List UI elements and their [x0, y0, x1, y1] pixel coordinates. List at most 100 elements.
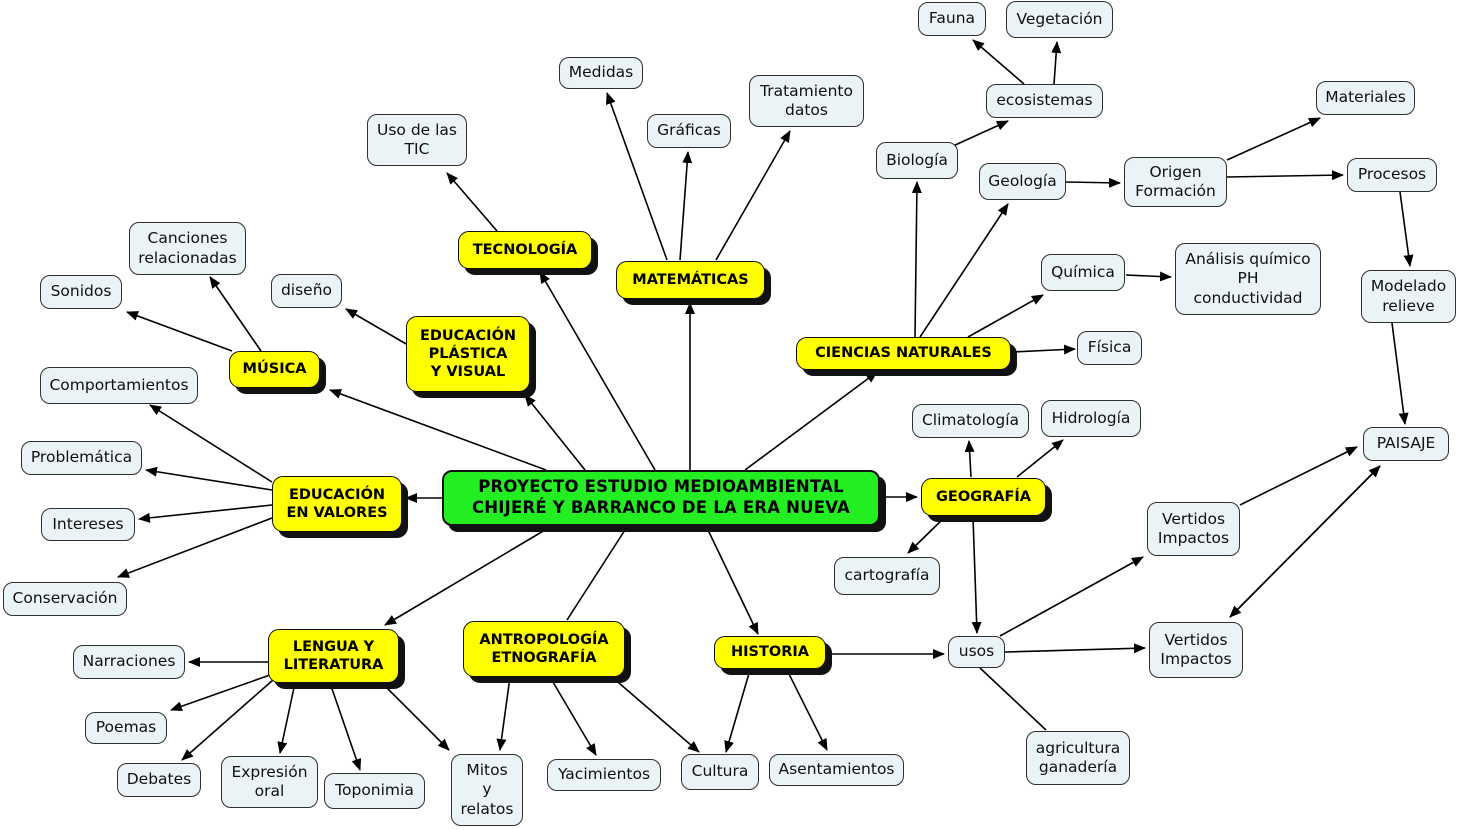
- leaf-analisis-quimico[interactable]: Análisis químico PH conductividad: [1175, 243, 1321, 315]
- connector-30: [971, 516, 982, 634]
- leaf-vertidos-impactos-lower[interactable]: Vertidos Impactos: [1149, 622, 1243, 678]
- connector-20: [1226, 170, 1344, 181]
- connector-15: [919, 203, 1009, 338]
- leaf-comportamientos[interactable]: Comportamientos: [40, 367, 198, 404]
- leaf-mitos-relatos[interactable]: Mitos y relatos: [451, 754, 523, 826]
- connector-54: [724, 669, 751, 753]
- connector-10: [446, 172, 498, 232]
- central-node[interactable]: PROYECTO ESTUDIO MEDIOAMBIENTAL CHIJERÉ …: [442, 470, 880, 526]
- leaf-procesos[interactable]: Procesos: [1347, 158, 1437, 192]
- leaf-expresion-oral[interactable]: Expresión oral: [221, 756, 318, 808]
- leaf-sonidos[interactable]: Sonidos: [40, 275, 122, 309]
- leaf-fisica[interactable]: Física: [1077, 331, 1142, 365]
- leaf-vertidos-impactos-upper[interactable]: Vertidos Impactos: [1147, 502, 1240, 556]
- connector-29: [907, 516, 946, 554]
- connector-55: [786, 669, 828, 751]
- connector-42: [145, 466, 273, 491]
- topic-antropologia[interactable]: ANTROPOLOGÍA ETNOGRAFÍA: [463, 621, 625, 677]
- leaf-canciones-relacionadas[interactable]: Canciones relacionadas: [129, 222, 246, 275]
- leaf-yacimientos[interactable]: Yacimientos: [547, 759, 661, 791]
- connector-47: [181, 679, 274, 761]
- connector-7: [384, 529, 546, 626]
- connector-16: [967, 294, 1044, 338]
- leaf-narraciones[interactable]: Narraciones: [73, 645, 185, 679]
- topic-matematicas[interactable]: MATEMÁTICAS: [616, 261, 765, 299]
- connector-14: [911, 181, 922, 338]
- connector-19: [1226, 117, 1321, 161]
- connector-40: [345, 308, 409, 346]
- leaf-fauna[interactable]: Fauna: [918, 2, 986, 36]
- leaf-vegetacion[interactable]: Vegetación: [1006, 1, 1113, 38]
- leaf-hidrologia[interactable]: Hidrología: [1041, 400, 1141, 437]
- topic-historia[interactable]: HISTORIA: [714, 636, 826, 669]
- connector-21: [1399, 191, 1414, 267]
- connector-41: [149, 404, 273, 483]
- leaf-paisaje[interactable]: PAISAJE: [1363, 427, 1449, 461]
- leaf-tratamiento-datos[interactable]: Tratamiento datos: [749, 75, 864, 127]
- leaf-uso-tic[interactable]: Uso de las TIC: [367, 114, 467, 166]
- connector-53: [611, 676, 700, 753]
- connector-25: [972, 39, 1025, 85]
- connector-23: [1125, 271, 1172, 282]
- connector-50: [381, 682, 450, 751]
- leaf-problematica[interactable]: Problemática: [21, 441, 142, 475]
- connector-28: [1016, 439, 1064, 478]
- leaf-materiales[interactable]: Materiales: [1316, 81, 1415, 115]
- leaf-biologia[interactable]: Biología: [876, 142, 958, 179]
- topic-tecnologia[interactable]: TECNOLOGÍA: [458, 231, 592, 269]
- leaf-cartografia[interactable]: cartografía: [834, 557, 940, 595]
- leaf-modelado-relieve[interactable]: Modelado relieve: [1361, 270, 1456, 323]
- connector-48: [277, 682, 296, 754]
- topic-educacion-valores[interactable]: EDUCACIÓN EN VALORES: [272, 476, 402, 532]
- connector-13: [715, 130, 791, 261]
- connector-33: [1004, 643, 1146, 654]
- connector-32: [999, 556, 1144, 637]
- leaf-poemas[interactable]: Poemas: [85, 712, 167, 744]
- leaf-toponimia[interactable]: Toponimia: [324, 773, 425, 809]
- connector-27: [964, 440, 975, 478]
- leaf-conservacion[interactable]: Conservación: [3, 582, 127, 616]
- connector-1: [524, 394, 586, 471]
- leaf-medidas[interactable]: Medidas: [559, 57, 643, 89]
- topic-geografia[interactable]: GEOGRAFÍA: [921, 478, 1046, 516]
- leaf-asentamientos[interactable]: Asentamientos: [769, 754, 904, 786]
- leaf-usos[interactable]: usos: [948, 636, 1005, 668]
- leaf-origen-formacion[interactable]: Origen Formación: [1124, 157, 1227, 207]
- leaf-agricultura-ganaderia[interactable]: agricultura ganadería: [1026, 731, 1130, 785]
- leaf-quimica[interactable]: Química: [1041, 254, 1125, 291]
- topic-musica[interactable]: MÚSICA: [229, 351, 320, 388]
- leaf-ecosistemas[interactable]: ecosistemas: [986, 84, 1103, 118]
- connector-43: [138, 504, 273, 523]
- topic-educacion-plastica[interactable]: EDUCACIÓN PLÁSTICA Y VISUAL: [406, 316, 530, 392]
- connector-46: [170, 674, 271, 712]
- leaf-graficas[interactable]: Gráficas: [647, 114, 731, 148]
- connector-39: [126, 311, 233, 352]
- connector-8: [566, 529, 626, 621]
- connector-35: [1239, 446, 1358, 506]
- connector-9: [707, 529, 759, 635]
- connector-51: [496, 676, 511, 751]
- leaf-cultura[interactable]: Cultura: [681, 754, 759, 790]
- connector-0: [329, 389, 547, 471]
- connector-22: [1391, 322, 1409, 425]
- connector-49: [329, 682, 362, 771]
- leaf-debates[interactable]: Debates: [117, 763, 201, 797]
- topic-lengua-literatura[interactable]: LENGUA Y LITERATURA: [268, 629, 399, 683]
- connector-11: [606, 92, 668, 261]
- connector-12: [679, 151, 693, 261]
- connector-18: [1065, 177, 1121, 188]
- leaf-intereses[interactable]: Intereses: [41, 508, 135, 541]
- connector-37: [1229, 465, 1381, 618]
- connector-17: [1012, 344, 1076, 355]
- leaf-diseno[interactable]: diseño: [271, 274, 342, 308]
- connector-38: [209, 276, 262, 352]
- leaf-climatologia[interactable]: Climatología: [912, 404, 1029, 438]
- connector-24: [952, 120, 1009, 147]
- connector-26: [1051, 41, 1062, 85]
- connector-4: [744, 371, 878, 471]
- leaf-geologia[interactable]: Geología: [979, 163, 1066, 200]
- connector-2: [539, 271, 656, 471]
- topic-ciencias-naturales[interactable]: CIENCIAS NATURALES: [796, 337, 1011, 370]
- connector-44: [117, 517, 273, 578]
